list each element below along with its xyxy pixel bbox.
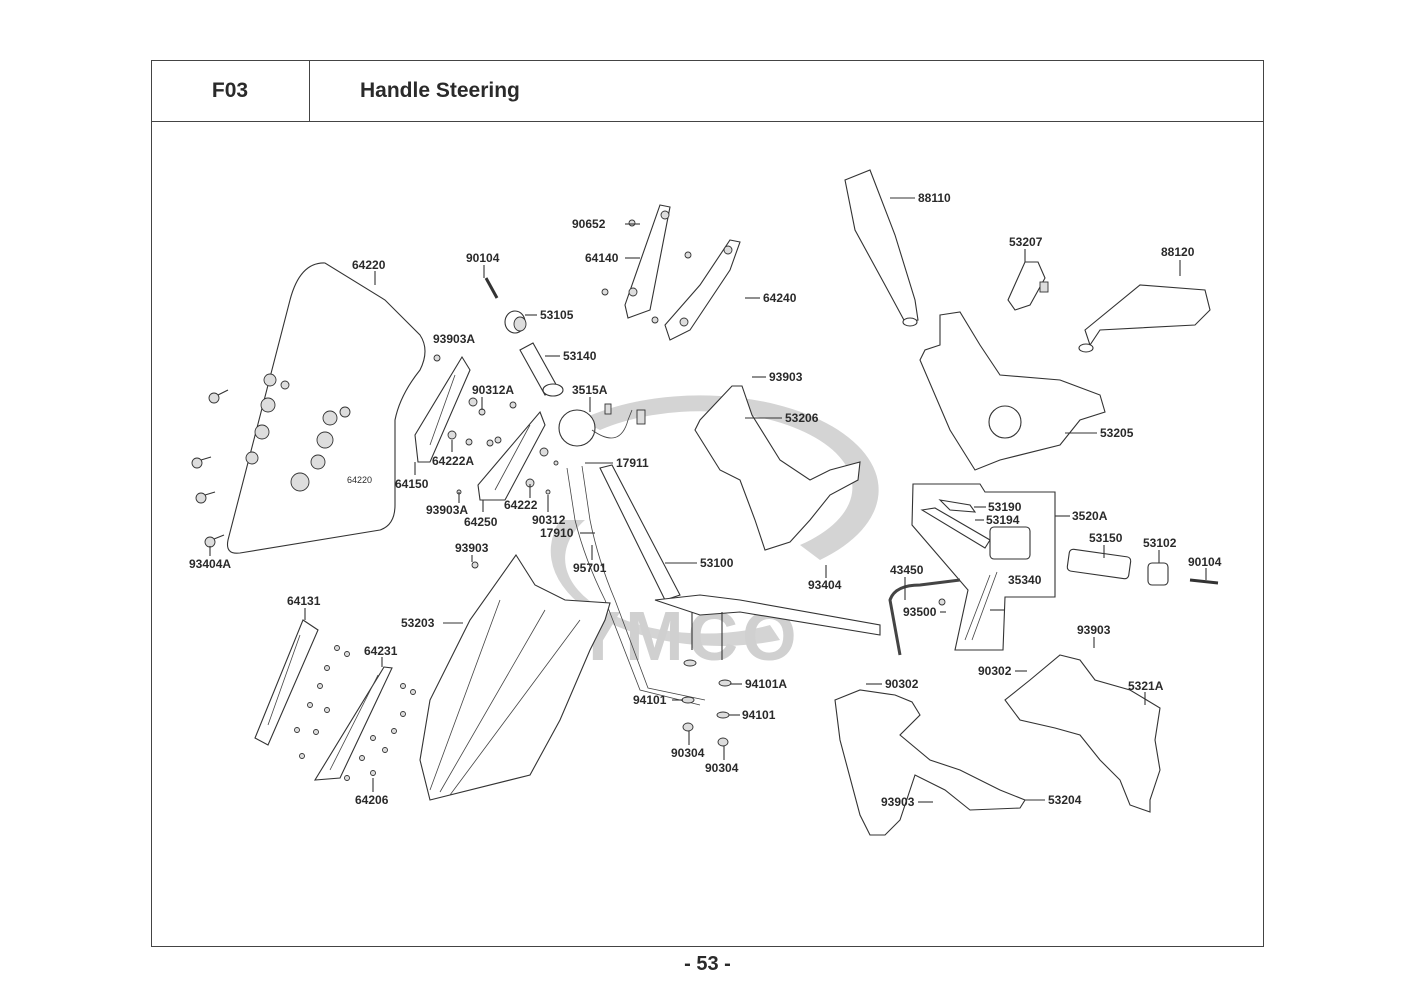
inner-panel-53204 [834,689,1026,836]
part-label: 53194 [986,513,1020,527]
windscreen-64220 [226,262,426,554]
part-label: 43450 [890,563,924,577]
part-label: 94101 [633,693,667,707]
part-label: 53100 [700,556,734,570]
part-label: 53205 [1100,426,1134,440]
part-label: 90304 [705,761,739,775]
part-label: 93903 [1077,623,1111,637]
part-label: 53140 [563,349,597,363]
part-label: 93903A [426,503,468,517]
part-label: 90312 [532,513,566,527]
part-label: 64140 [585,251,619,265]
part-label: 35340 [1008,573,1042,587]
part-label: 93500 [903,605,937,619]
bracket-64250 [477,410,546,501]
part-label: 53105 [540,308,574,322]
part-label: 64131 [287,594,321,608]
part-label: 93903 [769,370,803,384]
part-label: 93903 [881,795,915,809]
part-label: 64220 [352,258,386,272]
part-label: 90304 [671,746,705,760]
part-label: 93903 [455,541,489,555]
part-label: 17910 [540,526,574,540]
part-label: 17911 [616,456,649,470]
part-labels: 88110 90652 64140 64240 53207 88120 6422… [189,191,1222,809]
bolts-93404a [191,389,229,548]
bracket-64150 [414,355,471,463]
inner-panel-5321a [1004,654,1161,813]
grip-53150 [1066,548,1132,580]
section-code: F03 [151,60,310,122]
part-label: 90302 [978,664,1012,678]
inner-cover-53206 [694,385,861,551]
front-panel-53203 [419,554,611,801]
weight-53102 [1147,562,1169,586]
part-label: 5321A [1128,679,1164,693]
panel-64131 [254,619,319,746]
part-label: 90312A [472,383,514,397]
cables-17910-17911 [566,465,706,706]
part-label: 53203 [401,616,435,630]
part-label: 88120 [1161,245,1195,259]
part-label: 90104 [466,251,500,265]
washers [681,659,732,747]
part-label: 53204 [1048,793,1082,807]
part-label: 3520A [1072,509,1108,523]
part-label: 64222 [504,498,538,512]
part-label: 93404A [189,557,231,571]
part-label: 3515A [572,383,608,397]
part-label: 64222A [432,454,474,468]
bolt-90104-right [1189,578,1219,585]
cable-43450 [888,578,961,656]
part-label: 64240 [763,291,797,305]
part-label: 53206 [785,411,819,425]
page-number: - 53 - [684,953,731,975]
part-label: 53207 [1009,235,1043,249]
part-label: 93404 [808,578,842,592]
weight-53105 [504,310,527,334]
page-title: Handle Steering [310,60,1264,122]
panel-64231 [313,666,393,781]
handlebar-53100 [599,464,881,660]
part-label: 88110 [918,191,951,205]
bracket-64140 [624,204,671,319]
switch-3515a [558,403,646,447]
nuts-64206 [294,645,416,781]
part-label: 95701 [573,561,607,575]
part-label: 53102 [1143,536,1177,550]
part-label: 94101A [745,677,787,691]
mirror-88120 [1078,284,1211,353]
part-label: 53190 [988,500,1022,514]
part-label: 64250 [464,515,498,529]
diagram-frame [151,60,1264,947]
bracket-64240 [664,239,741,341]
small-hardware [433,354,559,569]
cover-53207 [1007,261,1049,311]
part-label: 64206 [355,793,389,807]
front-cover-53205 [919,311,1106,471]
bolt-90104-left [484,277,499,299]
part-label: 90302 [885,677,919,691]
grip-53140 [519,342,564,397]
part-label: 90104 [1188,555,1222,569]
leader-lines [209,197,1207,803]
part-label: 64231 [364,644,398,658]
lever-assembly-3520a [911,483,1056,651]
part-label: 90652 [572,217,606,231]
part-label: 53150 [1089,531,1123,545]
part-label: 94101 [742,708,776,722]
part-label: 64150 [395,477,429,491]
part-label: 64220 [347,475,372,485]
part-label: 93903A [433,332,475,346]
mirror-88110 [844,169,919,327]
